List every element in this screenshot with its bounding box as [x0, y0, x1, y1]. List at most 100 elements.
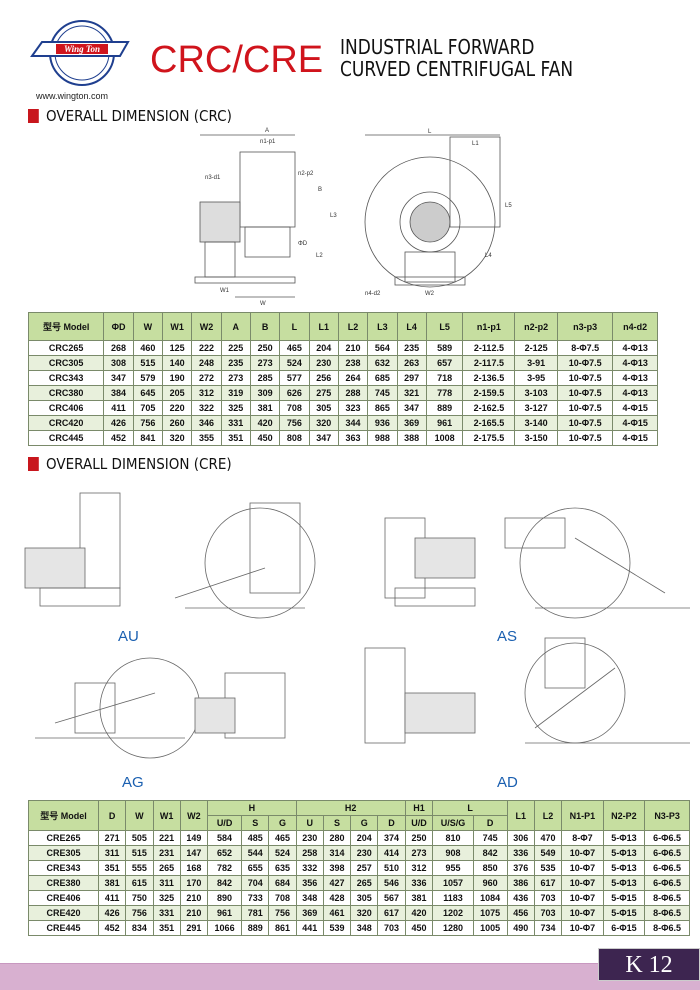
value-cell: 332 [295, 860, 324, 876]
value-cell: 306 [506, 830, 535, 846]
column-header: L4 [396, 312, 427, 341]
value-cell: 781 [241, 905, 270, 921]
value-cell: 235 [220, 355, 251, 371]
column-header: H2 [295, 800, 406, 816]
value-cell: 348 [295, 890, 324, 906]
value-cell: 745 [367, 385, 398, 401]
value-cell: 756 [125, 905, 154, 921]
value-cell: 321 [396, 385, 427, 401]
dim-label-a: A [265, 128, 269, 134]
value-cell: 589 [425, 340, 464, 356]
column-header: L3 [367, 312, 398, 341]
value-cell: 8-Φ6.5 [644, 905, 690, 921]
value-cell: 4-Φ15 [612, 400, 658, 416]
value-cell: 311 [152, 875, 181, 891]
column-header: H1 [404, 800, 434, 816]
value-cell: 808 [279, 430, 310, 446]
value-cell: 204 [308, 340, 339, 356]
value-cell: 320 [350, 905, 379, 921]
value-cell: 388 [396, 430, 427, 446]
value-cell: 381 [404, 890, 434, 906]
value-cell: 1084 [472, 890, 508, 906]
view-label-ag: AG [122, 774, 144, 791]
cre-arrangement-drawings [24, 492, 690, 759]
value-cell: 889 [425, 400, 464, 416]
value-cell: 708 [268, 890, 297, 906]
dim-label-l: L [428, 129, 432, 135]
value-cell: 834 [125, 920, 154, 936]
value-cell: 5-Φ13 [602, 845, 646, 861]
value-cell: 210 [337, 340, 369, 356]
value-cell: 655 [241, 860, 270, 876]
value-cell: 347 [396, 400, 427, 416]
product-code-title: CRC/CRE [150, 39, 324, 81]
value-cell: 170 [179, 875, 209, 891]
column-subheader: G [268, 815, 297, 831]
value-cell: 6-Φ6.5 [644, 860, 690, 876]
model-cell: CRE406 [27, 890, 100, 906]
value-cell: 460 [132, 340, 164, 356]
value-cell: 355 [191, 430, 222, 446]
value-cell: 850 [472, 860, 508, 876]
value-cell: 346 [191, 415, 222, 431]
value-cell: 414 [377, 845, 406, 861]
value-cell: 140 [161, 355, 193, 371]
model-cell: CRC305 [27, 355, 105, 371]
column-header: N3-P3 [644, 800, 690, 831]
value-cell: 564 [367, 340, 398, 356]
value-cell: 908 [432, 845, 474, 861]
value-cell: 955 [432, 860, 474, 876]
value-cell: 733 [241, 890, 270, 906]
value-cell: 10-Φ7.5 [556, 355, 614, 371]
value-cell: 2-117.5 [462, 355, 516, 371]
column-subheader: U/S/G [432, 815, 474, 831]
value-cell: 756 [132, 415, 164, 431]
value-cell: 652 [207, 845, 243, 861]
value-cell: 505 [125, 830, 154, 846]
column-header: W [132, 312, 164, 341]
value-cell: 376 [506, 860, 535, 876]
view-label-ad: AD [497, 774, 518, 791]
value-cell: 8-Φ6.5 [644, 890, 690, 906]
value-cell: 10-Φ7 [561, 920, 604, 936]
value-cell: 1075 [472, 905, 508, 921]
column-header: W1 [161, 312, 193, 341]
dim-label-n2-p2: n2-p2 [298, 171, 314, 177]
value-cell: 841 [132, 430, 164, 446]
column-subheader: D [377, 815, 406, 831]
column-header: W [125, 800, 154, 831]
value-cell: 452 [98, 920, 127, 936]
value-cell: 1005 [472, 920, 508, 936]
value-cell: 524 [279, 355, 310, 371]
value-cell: 323 [337, 400, 369, 416]
value-cell: 210 [179, 905, 209, 921]
value-cell: 309 [249, 385, 281, 401]
value-cell: 703 [377, 920, 406, 936]
value-cell: 10-Φ7.5 [556, 430, 614, 446]
value-cell: 756 [279, 415, 310, 431]
column-subheader: U/D [207, 815, 243, 831]
value-cell: 515 [132, 355, 164, 371]
value-cell: 842 [472, 845, 508, 861]
value-cell: 230 [350, 845, 379, 861]
value-cell: 718 [425, 370, 464, 386]
value-cell: 420 [249, 415, 281, 431]
subtitle-line-1: INDUSTRIAL FORWARD [340, 35, 535, 59]
value-cell: 322 [191, 400, 222, 416]
view-label-au: AU [118, 628, 139, 645]
column-subheader: U [295, 815, 324, 831]
value-cell: 6-Φ6.5 [644, 875, 690, 891]
value-cell: 305 [308, 400, 339, 416]
value-cell: 291 [179, 920, 209, 936]
value-cell: 263 [396, 355, 427, 371]
value-cell: 356 [295, 875, 324, 891]
value-cell: 626 [279, 385, 310, 401]
value-cell: 539 [322, 920, 352, 936]
